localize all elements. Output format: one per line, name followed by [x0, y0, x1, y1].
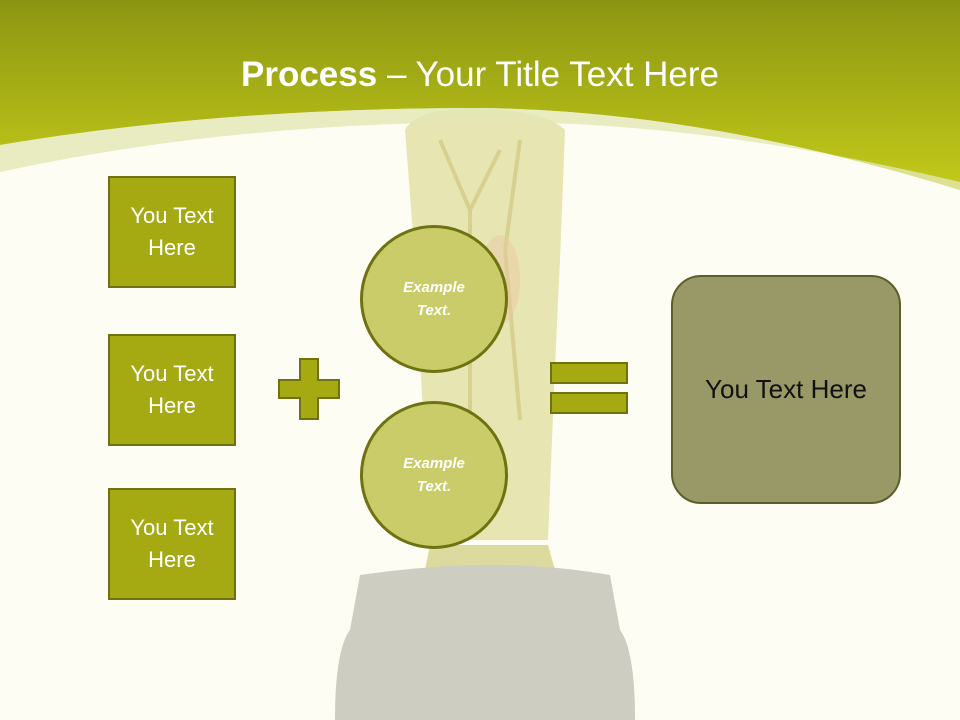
input-box-3[interactable]: You Text Here: [108, 488, 236, 600]
equals-icon: [550, 362, 628, 414]
title-rest: – Your Title Text Here: [377, 55, 719, 94]
example-circle-1[interactable]: Example Text.: [360, 225, 508, 373]
input-box-label: You Text Here: [130, 515, 214, 572]
input-box-label: You Text Here: [130, 361, 214, 418]
title-bold: Process: [241, 55, 378, 94]
example-circle-2[interactable]: Example Text.: [360, 401, 508, 549]
input-box-1[interactable]: You Text Here: [108, 176, 236, 288]
plus-icon: [278, 358, 340, 420]
trophy-statue-image: [335, 108, 635, 720]
input-box-2[interactable]: You Text Here: [108, 334, 236, 446]
result-box[interactable]: You Text Here: [671, 275, 901, 504]
circle-label: Example Text.: [403, 455, 465, 495]
circle-label: Example Text.: [403, 279, 465, 319]
slide-title: Process – Your Title Text Here: [0, 52, 960, 98]
result-label: You Text Here: [705, 374, 867, 404]
input-box-label: You Text Here: [130, 203, 214, 260]
